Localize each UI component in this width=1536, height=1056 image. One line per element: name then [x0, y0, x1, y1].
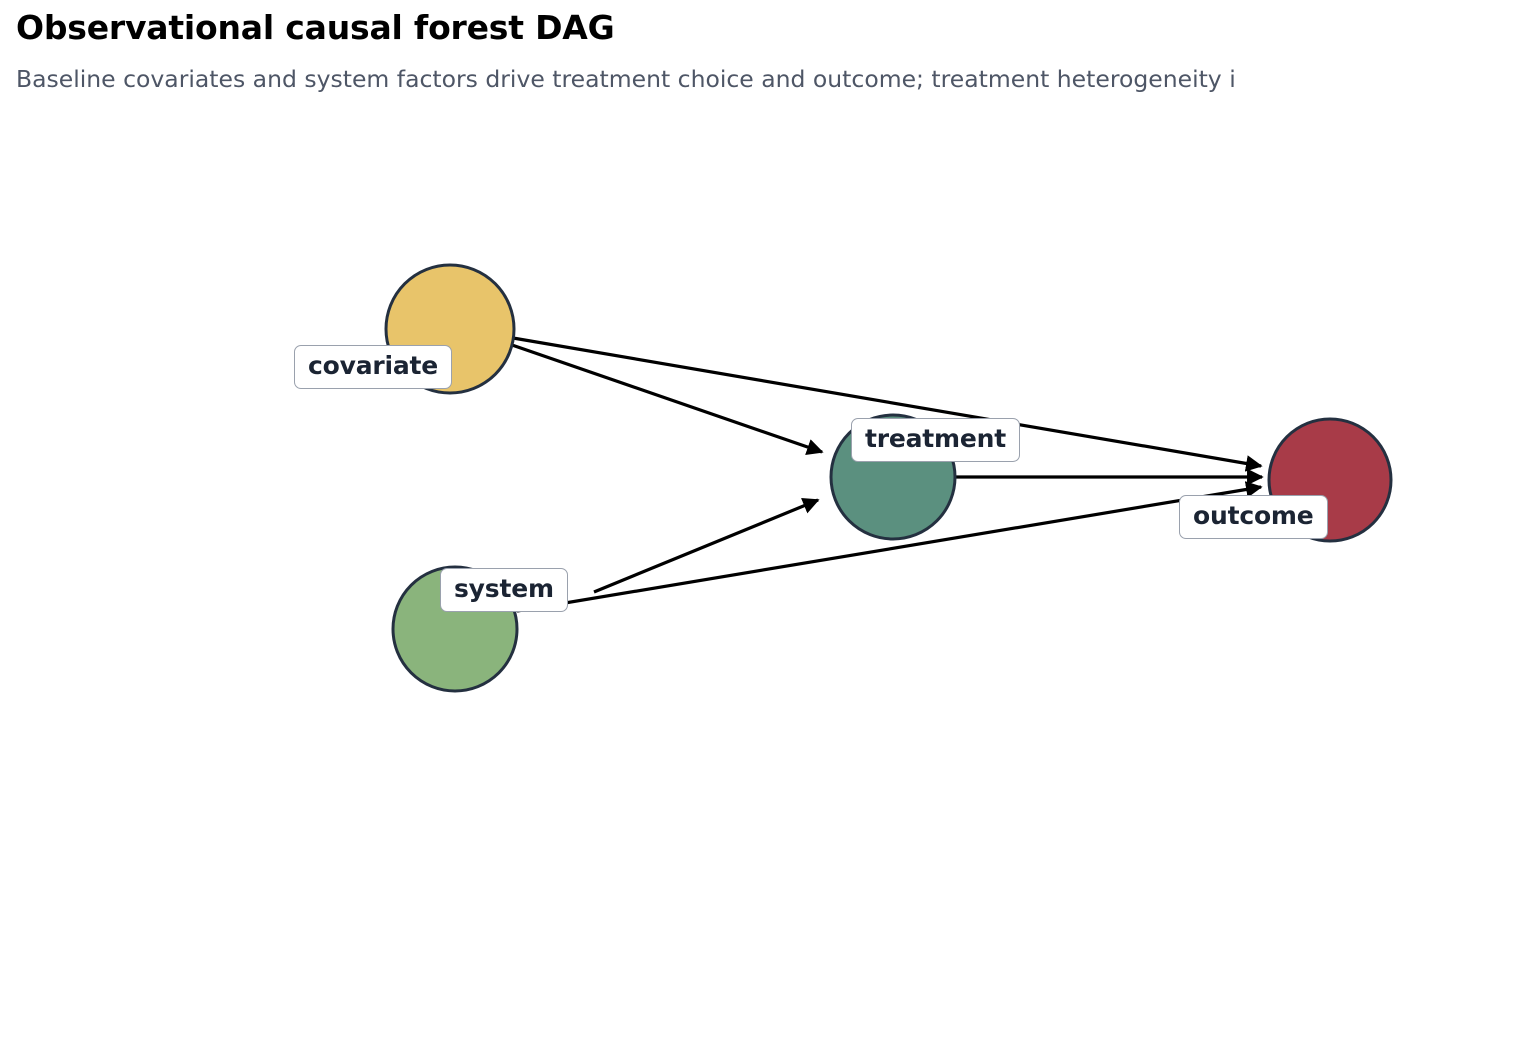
- page-title: Observational causal forest DAG: [16, 8, 615, 47]
- node-label-system[interactable]: system: [440, 568, 568, 612]
- edge-covariate-to-treatment: [511, 343, 824, 455]
- edge-covariate-to-outcome: [512, 336, 1263, 472]
- node-label-treatment[interactable]: treatment: [851, 418, 1021, 462]
- edge-system-to-treatment: [593, 497, 820, 594]
- edge-system-to-outcome: [516, 481, 1263, 613]
- node-label-covariate[interactable]: covariate: [294, 345, 453, 389]
- edge-layer: [511, 336, 1264, 613]
- node-label-outcome[interactable]: outcome: [1179, 495, 1328, 539]
- page-subtitle: Baseline covariates and system factors d…: [16, 65, 1236, 93]
